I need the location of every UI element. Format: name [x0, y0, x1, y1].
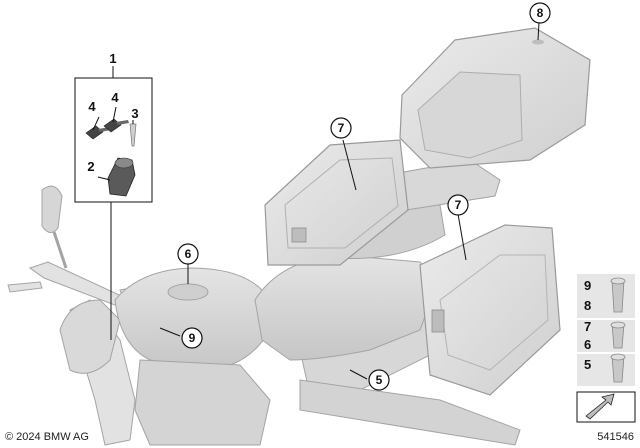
brake-lever: [7, 281, 43, 293]
swingarm: [299, 379, 521, 446]
callout-8: 8: [529, 2, 551, 24]
legend-key-9-8: [577, 274, 635, 318]
key-icon: [103, 118, 129, 133]
callout-7: 7: [330, 117, 352, 139]
legend-label-7: 7: [584, 319, 591, 334]
callout-label-8: 8: [537, 6, 544, 20]
leader-lines: [92, 21, 540, 380]
legend-label-6: 6: [584, 337, 591, 352]
fuel-tank: [114, 267, 271, 371]
top-case: [399, 27, 591, 169]
callout-label-3: 3: [131, 106, 138, 121]
legend-label-9: 9: [584, 278, 591, 293]
mirror: [41, 185, 63, 233]
callout-label-7: 7: [338, 121, 345, 135]
callout-5: 5: [368, 369, 390, 391]
callout-label-1: 1: [109, 51, 116, 66]
callout-label-4: 4: [88, 99, 96, 114]
direction-arrow-icon: [585, 393, 615, 420]
callout-9: 9: [181, 327, 203, 349]
callout-label-2: 2: [87, 159, 94, 174]
copyright-text: © 2024 BMW AG: [5, 431, 89, 443]
callout-label-4: 4: [111, 90, 119, 105]
engine-block: [134, 359, 271, 446]
front-cowl: [59, 299, 121, 374]
callout-6: 6: [177, 243, 199, 265]
callout-label-9: 9: [189, 331, 196, 345]
callout-label-5: 5: [376, 373, 383, 387]
legend-key-7-6: [577, 320, 635, 352]
mirror-stem: [52, 231, 68, 269]
diagram-part-number: 541546: [597, 431, 634, 443]
fuel-cap: [167, 283, 209, 301]
pin-icon: [129, 123, 137, 147]
left-pannier: [264, 139, 409, 266]
right-pannier: [419, 224, 561, 396]
legend-key-5: [577, 353, 635, 386]
callout-label-6: 6: [185, 247, 192, 261]
legend-label-5: 5: [584, 357, 591, 372]
legend-label-8: 8: [584, 298, 591, 313]
direction-arrow-box: [576, 391, 636, 423]
callout-7: 7: [447, 194, 469, 216]
lock-cylinder-icon: [107, 157, 136, 197]
callout-label-7: 7: [455, 198, 462, 212]
